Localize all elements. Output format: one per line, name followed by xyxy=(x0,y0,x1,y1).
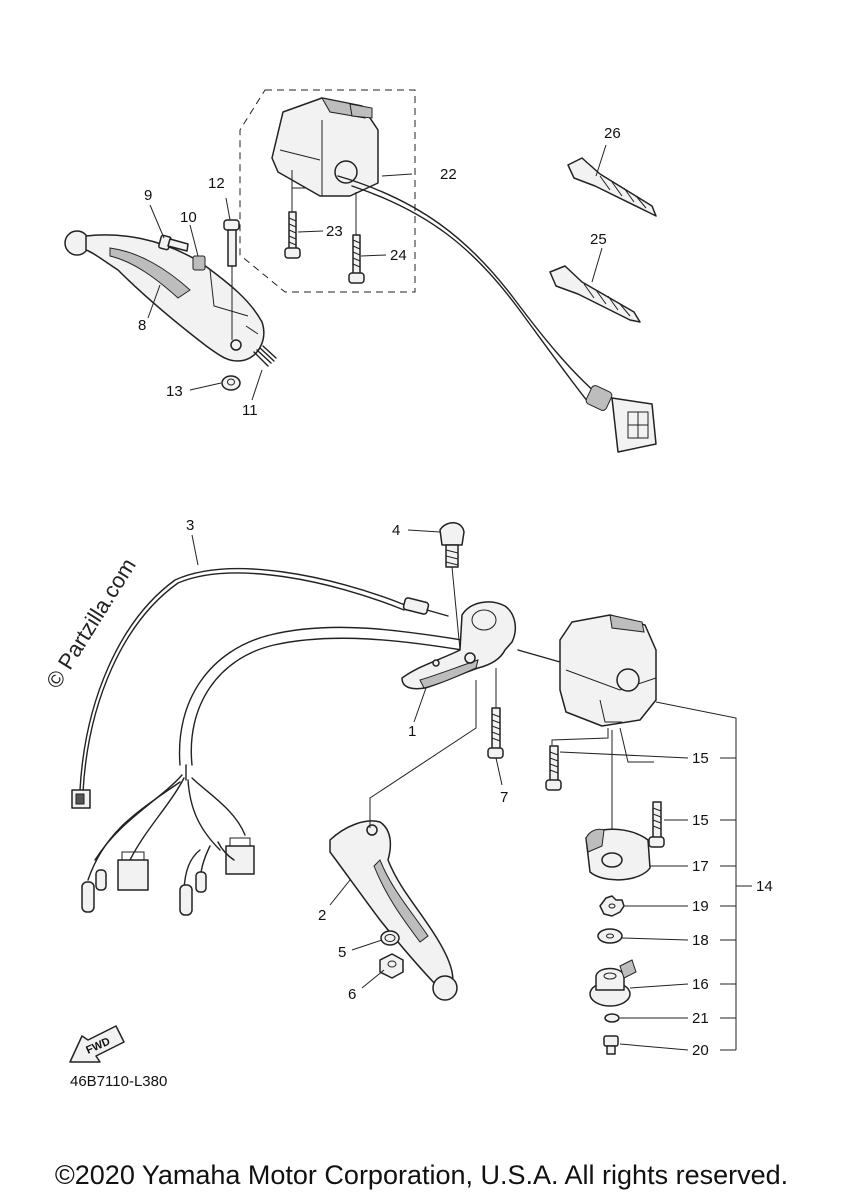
screw-23 xyxy=(284,211,301,259)
cable-end-fitting xyxy=(402,597,449,617)
lever-2 xyxy=(329,820,458,1001)
callout-15b: 15 xyxy=(692,812,709,829)
callout-12: 12 xyxy=(208,175,225,192)
nut-13 xyxy=(221,375,241,391)
right-handlebar-switch-lower xyxy=(559,614,657,727)
bullet-terminal-a xyxy=(81,881,95,913)
bullet-terminal-c xyxy=(179,884,193,916)
callout-16: 16 xyxy=(692,976,709,993)
screw-15a xyxy=(545,745,562,791)
callout-4: 4 xyxy=(392,522,400,539)
callout-2: 2 xyxy=(318,907,326,924)
collar-10 xyxy=(192,255,206,271)
callout-18: 18 xyxy=(692,932,709,949)
spring-11 xyxy=(253,345,277,367)
screw-15b xyxy=(648,801,665,848)
harness-connector-a xyxy=(117,851,149,891)
washer-21 xyxy=(604,1013,620,1023)
callout-5: 5 xyxy=(338,944,346,961)
switch-assembly-outline xyxy=(239,89,416,293)
bullet-terminal-b xyxy=(95,869,107,891)
callout-7: 7 xyxy=(500,789,508,806)
switch-lead-wire-upper-b xyxy=(351,185,589,403)
lever-bracket-1 xyxy=(401,601,517,690)
callout-17: 17 xyxy=(692,858,709,875)
cable-3-connector xyxy=(71,789,91,809)
callout-20: 20 xyxy=(692,1042,709,1059)
lower-harness-main xyxy=(178,626,463,766)
screw-24 xyxy=(348,234,365,284)
callout-6: 6 xyxy=(348,986,356,1003)
callout-10: 10 xyxy=(180,209,197,226)
screw-20 xyxy=(603,1035,619,1055)
cable-band-26 xyxy=(567,157,657,217)
cable-band-25 xyxy=(549,265,641,323)
bolt-7 xyxy=(487,707,504,759)
callout-23: 23 xyxy=(326,223,343,240)
watermark: © Partzilla.com xyxy=(41,554,141,693)
callout-22: 22 xyxy=(440,166,457,183)
clutch-cable-3 xyxy=(79,567,406,791)
callout-14: 14 xyxy=(756,878,773,895)
group-14-bracket xyxy=(655,701,752,1051)
washer-19 xyxy=(599,895,625,917)
lever-8 xyxy=(64,230,265,362)
callout-1: 1 xyxy=(408,723,416,740)
callout-15a: 15 xyxy=(692,750,709,767)
bolt-4 xyxy=(439,522,465,568)
harness-connector-b xyxy=(225,837,255,875)
callout-25: 25 xyxy=(590,231,607,248)
callout-19: 19 xyxy=(692,898,709,915)
callout-26: 26 xyxy=(604,125,621,142)
callout-13: 13 xyxy=(166,383,183,400)
oring-5 xyxy=(380,930,400,946)
switch-lead-wire-upper xyxy=(337,175,597,394)
callout-21: 21 xyxy=(692,1010,709,1027)
bullet-terminal-d xyxy=(195,871,207,893)
callout-3: 3 xyxy=(186,517,194,534)
harness-branches xyxy=(94,774,246,861)
knob-16 xyxy=(589,959,637,1007)
bolt-9 xyxy=(158,234,189,252)
callout-11: 11 xyxy=(242,402,258,419)
callout-8: 8 xyxy=(138,317,146,334)
switch-body-17 xyxy=(585,828,651,881)
callout-9: 9 xyxy=(144,187,152,204)
copyright-notice: ©2020 Yamaha Motor Corporation, U.S.A. A… xyxy=(54,1160,789,1190)
washer-18 xyxy=(597,928,623,944)
callout-24: 24 xyxy=(390,247,407,264)
diagram-code: 46B7110-L380 xyxy=(70,1073,167,1090)
nut-6 xyxy=(379,953,404,979)
switch-coupler-upper xyxy=(585,385,657,453)
left-handlebar-switch-upper xyxy=(271,97,379,197)
leader-lines xyxy=(147,144,689,1051)
fwd-arrow-icon: FWD xyxy=(69,1025,125,1063)
bolt-12 xyxy=(223,219,240,267)
